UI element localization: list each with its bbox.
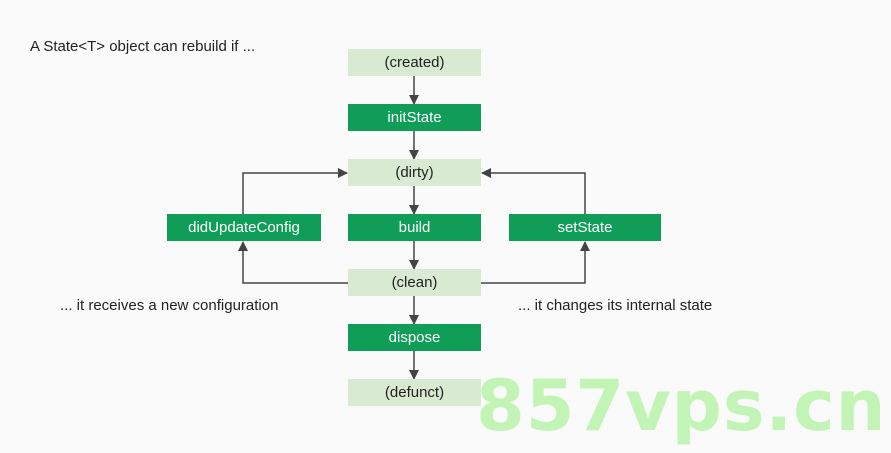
diagram-heading: A State<T> object can rebuild if ... bbox=[30, 38, 256, 55]
caption-internal-state: ... it changes its internal state bbox=[518, 297, 713, 314]
edge-setstate-to-dirty bbox=[481, 168, 586, 214]
node-dirty: (dirty) bbox=[348, 159, 481, 186]
node-setstate: setState bbox=[509, 214, 661, 241]
caption-new-configuration: ... it receives a new configuration bbox=[60, 297, 279, 314]
node-defunct: (defunct) bbox=[348, 379, 481, 406]
watermark: 857vps.cn bbox=[476, 365, 887, 447]
node-build: build bbox=[348, 214, 481, 241]
node-dispose: dispose bbox=[348, 324, 481, 351]
node-clean: (clean) bbox=[348, 269, 481, 296]
node-didupdateconfig: didUpdateConfig bbox=[167, 214, 321, 241]
edge-clean-to-didupdateconfig bbox=[238, 241, 348, 284]
node-initstate: initState bbox=[348, 104, 481, 131]
node-created: (created) bbox=[348, 49, 481, 76]
edge-clean-to-setstate bbox=[481, 241, 590, 284]
edge-didupdateconfig-to-dirty bbox=[242, 168, 348, 214]
